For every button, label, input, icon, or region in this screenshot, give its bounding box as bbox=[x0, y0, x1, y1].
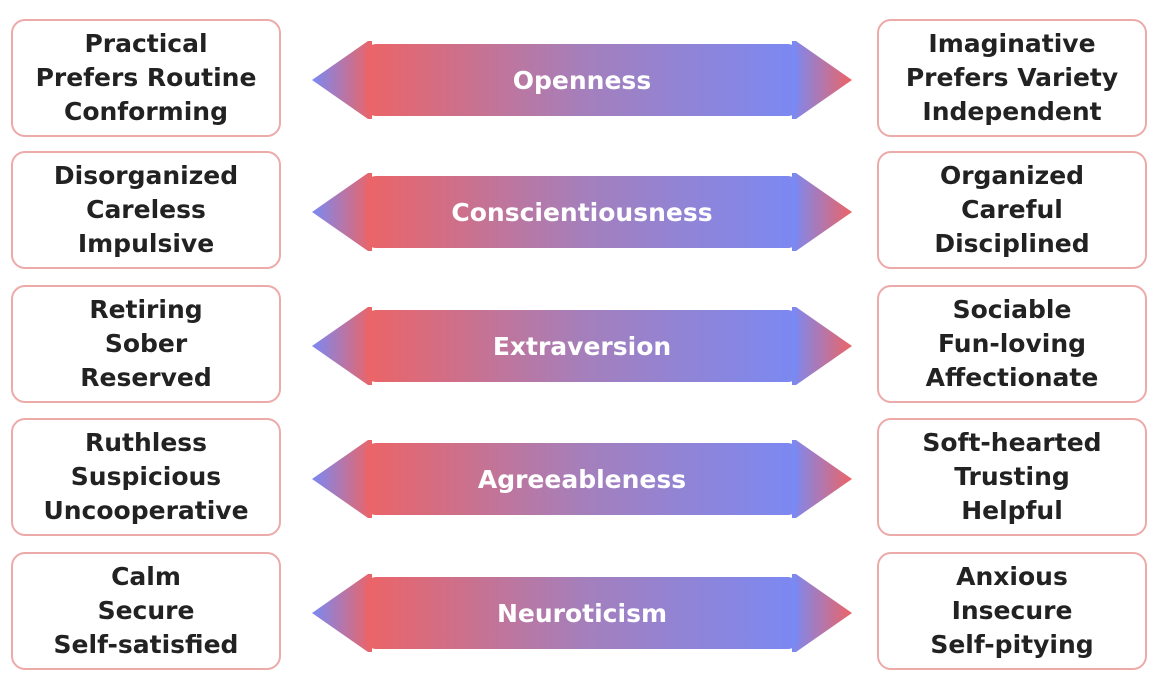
high-trait: Organized bbox=[939, 161, 1085, 190]
high-trait: Soft-hearted bbox=[922, 428, 1102, 457]
dimension-arrow: Neuroticism bbox=[312, 574, 852, 652]
high-trait: Anxious bbox=[956, 562, 1068, 591]
low-trait: Prefers Routine bbox=[35, 63, 257, 92]
low-trait: Suspicious bbox=[70, 462, 222, 491]
right-arrowhead bbox=[792, 41, 852, 119]
dimension-row-agreeableness: Ruthless Suspicious Uncooperative Agreea… bbox=[0, 418, 1160, 540]
left-arrowhead bbox=[312, 440, 372, 518]
low-traits-box: Retiring Sober Reserved bbox=[11, 285, 281, 403]
left-arrowhead bbox=[312, 574, 372, 652]
low-traits-box: Calm Secure Self-satisfied bbox=[11, 552, 281, 670]
low-trait: Impulsive bbox=[77, 229, 215, 258]
right-arrowhead bbox=[792, 307, 852, 385]
low-traits-box: Ruthless Suspicious Uncooperative bbox=[11, 418, 281, 536]
high-traits-box: Anxious Insecure Self-pitying bbox=[877, 552, 1147, 670]
low-traits-box: Practical Prefers Routine Conforming bbox=[11, 19, 281, 137]
arrow-body bbox=[366, 176, 798, 248]
dimension-arrow: Agreeableness bbox=[312, 440, 852, 518]
high-trait: Prefers Variety bbox=[905, 63, 1119, 92]
high-trait: Insecure bbox=[951, 596, 1073, 625]
dimension-arrow: Openness bbox=[312, 41, 852, 119]
dimension-row-neuroticism: Calm Secure Self-satisfied Neuroticism A… bbox=[0, 552, 1160, 674]
low-trait: Sober bbox=[104, 329, 188, 358]
dimension-row-openness: Practical Prefers Routine Conforming Ope… bbox=[0, 19, 1160, 141]
high-trait: Fun-loving bbox=[937, 329, 1087, 358]
low-trait: Self-satisfied bbox=[53, 630, 239, 659]
right-arrowhead bbox=[792, 173, 852, 251]
arrow-body bbox=[366, 310, 798, 382]
low-trait: Reserved bbox=[80, 363, 212, 392]
arrow-body bbox=[366, 44, 798, 116]
low-trait: Disorganized bbox=[53, 161, 239, 190]
high-traits-box: Sociable Fun-loving Affectionate bbox=[877, 285, 1147, 403]
dimension-label: Conscientiousness bbox=[451, 197, 713, 227]
low-trait: Practical bbox=[84, 29, 208, 58]
high-trait: Imaginative bbox=[928, 29, 1096, 58]
high-trait: Helpful bbox=[961, 496, 1063, 525]
high-trait: Affectionate bbox=[925, 363, 1099, 392]
left-arrowhead bbox=[312, 41, 372, 119]
low-traits-box: Disorganized Careless Impulsive bbox=[11, 151, 281, 269]
high-traits-box: Organized Careful Disciplined bbox=[877, 151, 1147, 269]
left-arrowhead bbox=[312, 307, 372, 385]
high-trait: Sociable bbox=[952, 295, 1072, 324]
right-arrowhead bbox=[792, 574, 852, 652]
right-arrowhead bbox=[792, 440, 852, 518]
high-trait: Trusting bbox=[954, 462, 1070, 491]
arrow-body bbox=[366, 443, 798, 515]
dimension-arrow: Extraversion bbox=[312, 307, 852, 385]
low-trait: Calm bbox=[111, 562, 181, 591]
high-trait: Self-pitying bbox=[930, 630, 1094, 659]
low-trait: Uncooperative bbox=[43, 496, 249, 525]
left-arrowhead bbox=[312, 173, 372, 251]
low-trait: Ruthless bbox=[84, 428, 208, 457]
dimension-row-conscientiousness: Disorganized Careless Impulsive Conscien… bbox=[0, 151, 1160, 273]
low-trait: Careless bbox=[86, 195, 206, 224]
high-trait: Independent bbox=[922, 97, 1102, 126]
high-trait: Careful bbox=[961, 195, 1063, 224]
low-trait: Retiring bbox=[89, 295, 203, 324]
high-trait: Disciplined bbox=[934, 229, 1090, 258]
high-traits-box: Soft-hearted Trusting Helpful bbox=[877, 418, 1147, 536]
dimension-row-extraversion: Retiring Sober Reserved Extraversion Soc… bbox=[0, 285, 1160, 407]
high-traits-box: Imaginative Prefers Variety Independent bbox=[877, 19, 1147, 137]
dimension-label: Openness bbox=[512, 65, 652, 95]
low-trait: Secure bbox=[97, 596, 195, 625]
dimension-label: Neuroticism bbox=[496, 598, 668, 628]
dimension-label: Agreeableness bbox=[477, 464, 687, 494]
dimension-label: Extraversion bbox=[492, 331, 672, 361]
dimension-arrow: Conscientiousness bbox=[312, 173, 852, 251]
low-trait: Conforming bbox=[63, 97, 228, 126]
arrow-body bbox=[366, 577, 798, 649]
